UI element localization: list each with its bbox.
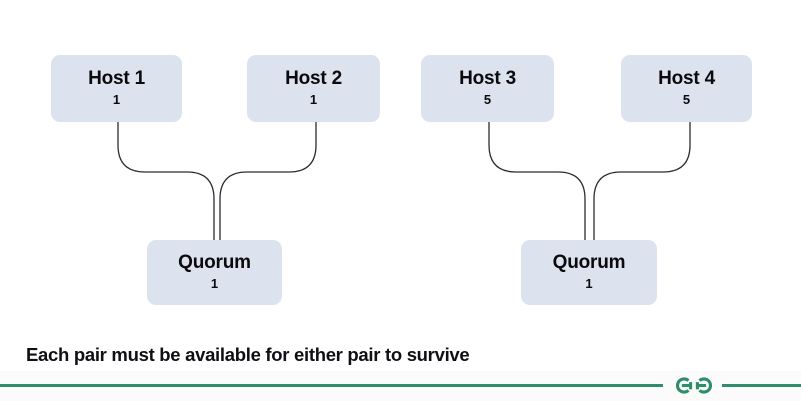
node-host-3-value: 5 <box>483 91 492 107</box>
connector-host-3-to-quorum-right <box>488 122 586 240</box>
node-host-1-label: Host 1 <box>88 67 145 89</box>
footer-rule-left <box>0 384 663 387</box>
node-quorum-right-label: Quorum <box>552 251 626 273</box>
node-host-4[interactable]: Host 4 5 <box>621 55 752 122</box>
node-host-1[interactable]: Host 1 1 <box>51 55 182 122</box>
node-host-4-label: Host 4 <box>658 67 715 89</box>
node-quorum-right[interactable]: Quorum 1 <box>521 240 657 305</box>
node-quorum-left-label: Quorum <box>178 251 251 273</box>
diagram-caption: Each pair must be available for either p… <box>26 344 470 365</box>
node-quorum-right-value: 1 <box>585 275 593 291</box>
node-host-2-value: 1 <box>309 91 318 107</box>
node-host-3[interactable]: Host 3 5 <box>421 55 554 122</box>
node-host-2[interactable]: Host 2 1 <box>247 55 380 122</box>
node-quorum-left-value: 1 <box>210 275 219 291</box>
node-host-1-value: 1 <box>112 91 121 107</box>
node-quorum-left[interactable]: Quorum 1 <box>147 240 282 305</box>
node-host-4-value: 5 <box>682 91 691 107</box>
node-host-3-label: Host 3 <box>459 67 516 89</box>
footer-rule-right <box>722 384 801 387</box>
geeksforgeeks-logo-icon <box>676 377 712 394</box>
connector-host-2-to-quorum-left <box>219 122 317 240</box>
connector-host-1-to-quorum-left <box>117 122 215 240</box>
node-host-2-label: Host 2 <box>285 67 342 89</box>
connector-host-4-to-quorum-right <box>593 122 691 240</box>
